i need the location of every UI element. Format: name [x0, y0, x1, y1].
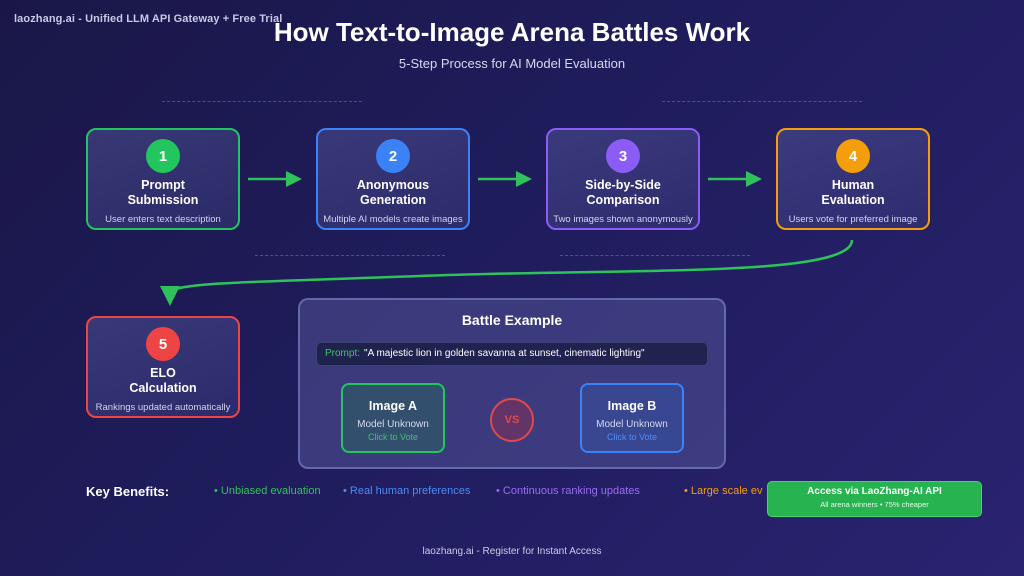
step-number-badge: 4 — [836, 139, 870, 173]
arrow-3-4 — [708, 171, 762, 187]
prompt-label: Prompt: — [325, 348, 361, 359]
step-title: Anonymous Generation — [357, 178, 429, 208]
step-number-badge: 3 — [606, 139, 640, 173]
step-title-line: Prompt — [141, 178, 185, 192]
step-title-line: Evaluation — [821, 193, 885, 207]
image-a-card[interactable]: Image A Model Unknown Click to Vote — [341, 383, 445, 453]
step-card-5: 5 ELO Calculation Rankings updated autom… — [86, 316, 240, 418]
step-card-4: 4 Human Evaluation Users vote for prefer… — [776, 128, 930, 230]
separator-middle — [560, 255, 750, 256]
step-title-line: Human — [831, 178, 875, 192]
benefit-item: • Large scale ev — [684, 485, 763, 497]
separator-middle — [255, 255, 445, 256]
separator-top — [162, 101, 362, 102]
step-title: ELO Calculation — [129, 366, 196, 396]
access-title: Access via LaoZhang-AI API — [807, 486, 942, 497]
step-number-badge: 5 — [146, 327, 180, 361]
step-title: Prompt Submission — [128, 178, 199, 208]
image-a-vote-link[interactable]: Click to Vote — [367, 432, 419, 442]
step-title-line: Submission — [127, 193, 199, 207]
page-subtitle: 5-Step Process for AI Model Evaluation — [398, 56, 626, 71]
brand-text: laozhang.ai - Unified LLM API Gateway + … — [14, 13, 283, 25]
step-description: Multiple AI models create images — [323, 214, 463, 225]
prompt-bar: Prompt:"A majestic lion in golden savann… — [316, 342, 708, 366]
step-description: Rankings updated automatically — [95, 402, 231, 413]
step-number-badge: 1 — [146, 139, 180, 173]
image-b-card[interactable]: Image B Model Unknown Click to Vote — [580, 383, 684, 453]
image-a-title: Image A — [368, 399, 418, 413]
separator-top — [662, 101, 862, 102]
access-api-button[interactable]: Access via LaoZhang-AI API All arena win… — [767, 481, 982, 517]
image-b-title: Image B — [607, 399, 657, 413]
image-b-vote-link[interactable]: Click to Vote — [606, 432, 658, 442]
arrow-2-3 — [478, 171, 532, 187]
page-title: How Text-to-Image Arena Battles Work — [273, 17, 751, 47]
vs-badge: VS — [490, 398, 534, 442]
prompt-text: "A majestic lion in golden savanna at su… — [364, 348, 645, 359]
step-title-line: Calculation — [129, 381, 197, 395]
step-description: Two images shown anonymously — [553, 214, 693, 225]
step-title-line: Generation — [359, 193, 426, 207]
arrow-4-5 — [160, 239, 854, 306]
step-title-line: Anonymous — [356, 178, 430, 192]
benefit-item: • Real human preferences — [343, 485, 471, 497]
step-title: Side-by-Side Comparison — [585, 178, 661, 208]
arrow-1-2 — [248, 171, 302, 187]
image-b-model: Model Unknown — [596, 419, 668, 430]
step-title-line: ELO — [150, 366, 176, 380]
key-benefits-label: Key Benefits: — [86, 484, 170, 499]
image-a-model: Model Unknown — [357, 419, 429, 430]
step-number-badge: 2 — [376, 139, 410, 173]
footer-text: laozhang.ai - Register for Instant Acces… — [422, 546, 602, 557]
benefit-item: • Unbiased evaluation — [214, 485, 321, 497]
step-title-line: Comparison — [586, 193, 660, 207]
step-card-1: 1 Prompt Submission User enters text des… — [86, 128, 240, 230]
step-description: Users vote for preferred image — [788, 214, 918, 225]
step-title: Human Evaluation — [821, 178, 884, 208]
step-title-line: Side-by-Side — [585, 178, 661, 192]
step-card-3: 3 Side-by-Side Comparison Two images sho… — [546, 128, 700, 230]
battle-title: Battle Example — [461, 312, 563, 328]
step-description: User enters text description — [105, 214, 221, 225]
benefit-item: • Continuous ranking updates — [496, 485, 640, 497]
access-subtitle: All arena winners • 75% cheaper — [820, 500, 929, 509]
step-card-2: 2 Anonymous Generation Multiple AI model… — [316, 128, 470, 230]
